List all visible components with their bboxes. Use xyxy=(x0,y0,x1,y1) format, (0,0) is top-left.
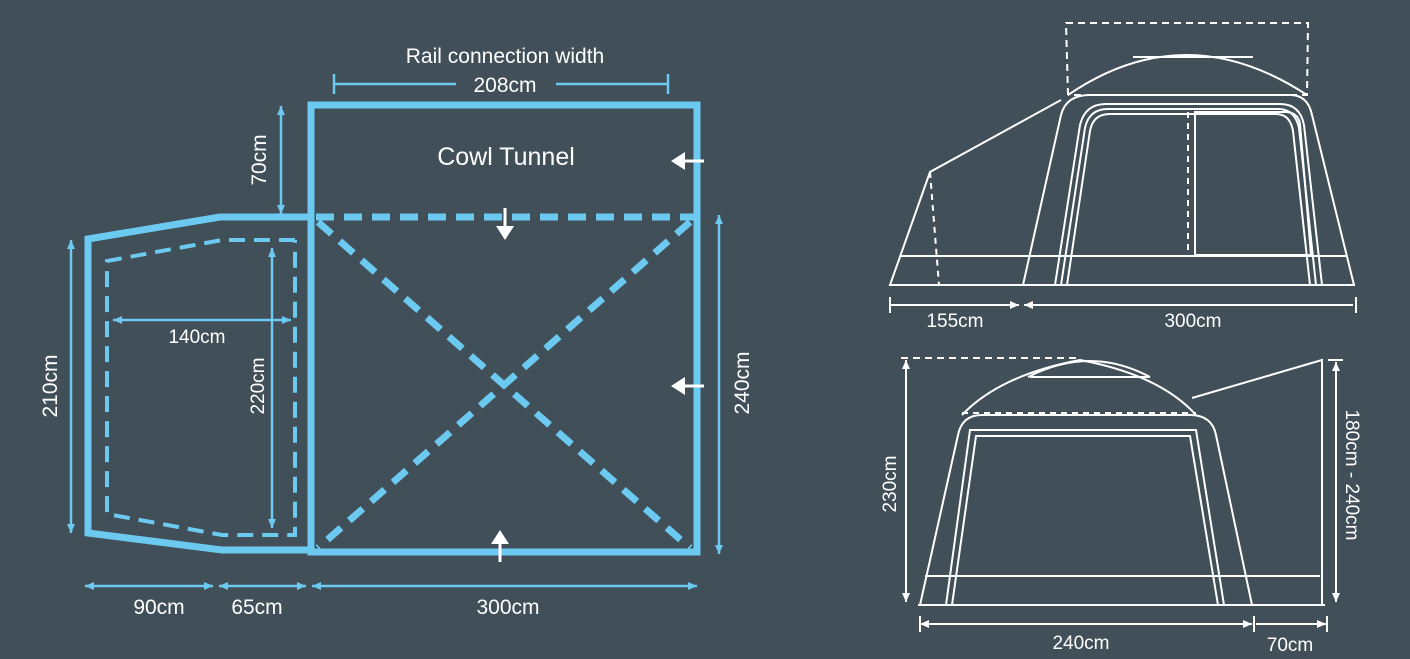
bedroom-length-label: 220cm xyxy=(248,357,269,414)
cross-pole-2 xyxy=(315,219,693,551)
side-window xyxy=(1194,111,1313,256)
door-arrows xyxy=(491,152,704,562)
cowl-height-label: 70cm xyxy=(248,134,271,185)
side-annex-outline xyxy=(888,99,1062,286)
front-main-frame xyxy=(919,414,1253,606)
annex-depth-label: 210cm xyxy=(39,354,62,417)
rail-width-label: 208cm xyxy=(473,74,536,97)
front-annex-height-label: 180cm - 240cm xyxy=(1341,410,1362,541)
door-arrow-divider xyxy=(496,208,514,240)
side-view-drawing xyxy=(888,22,1357,313)
door-arrow-right xyxy=(671,377,704,395)
side-main-frame xyxy=(1021,94,1356,286)
width-mid-label: 65cm xyxy=(231,596,282,619)
side-roof-dashed xyxy=(1064,22,1310,96)
side-roof-arc xyxy=(1067,54,1308,96)
width-main-label: 300cm xyxy=(476,596,539,619)
main-room-outline xyxy=(307,101,701,556)
annex-outline xyxy=(84,213,311,554)
bedroom-dashed-outline xyxy=(105,238,297,537)
front-height-label: 230cm xyxy=(880,455,901,512)
front-main-width-label: 240cm xyxy=(1052,633,1109,654)
front-annex-width-label: 70cm xyxy=(1267,635,1313,656)
door-arrow-bottom xyxy=(491,530,509,562)
door-arrow-top-right xyxy=(671,152,704,170)
floor-plan xyxy=(67,74,723,590)
side-annex-width-label: 155cm xyxy=(926,311,983,332)
front-view-drawing xyxy=(901,357,1343,632)
main-depth-label: 240cm xyxy=(731,351,754,414)
cowl-tunnel-title: Cowl Tunnel xyxy=(437,143,575,171)
side-main-width-label: 300cm xyxy=(1164,311,1221,332)
width-left-label: 90cm xyxy=(133,596,184,619)
rail-connection-label: Rail connection width xyxy=(406,45,604,68)
bedroom-width-label: 140cm xyxy=(168,327,225,348)
